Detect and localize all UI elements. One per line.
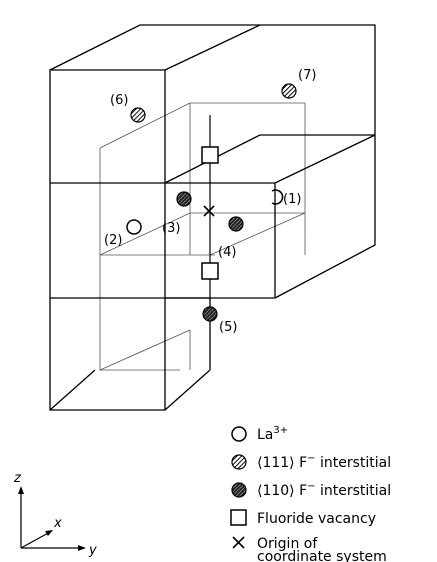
legend-110-label: ⟨110⟩ F− interstitial [257, 481, 391, 499]
legend-vacancy-label: Fluoride vacancy [257, 511, 376, 527]
interstitial-110-site-3 [176, 191, 192, 207]
legend: La3+ ⟨111⟩ F− interstitial ⟨110⟩ F− inte… [230, 425, 391, 562]
cube-front-edges [49, 24, 376, 411]
legend-111-symbol [231, 454, 247, 470]
fluoride-vacancy-upper [201, 146, 219, 164]
legend-vacancy-symbol [230, 509, 247, 526]
interstitial-110-site-5 [202, 306, 218, 322]
legend-origin-label-line1: Origin of [257, 536, 318, 552]
legend-la-symbol [231, 426, 247, 442]
axis-label-z: z [13, 471, 22, 486]
legend-origin-label-line2: coordinate system [257, 549, 387, 562]
coordinate-axes [18, 486, 86, 551]
site-label-2: (2) [104, 233, 122, 248]
axis-label-y: y [88, 543, 97, 558]
origin-marker [203, 205, 215, 217]
legend-111-label: ⟨111⟩ F− interstitial [257, 453, 391, 471]
site-label-5: (5) [219, 320, 237, 335]
cube-side-edges [50, 298, 210, 540]
site-label-4: (4) [218, 245, 236, 260]
axis-label-x: x [53, 516, 62, 531]
legend-la-label: La3+ [257, 425, 288, 443]
cube-back-edges [99, 102, 306, 371]
la-ion-site-1 [271, 189, 284, 205]
fluoride-vacancy-lower [201, 262, 219, 280]
la-ion-site-2 [126, 219, 142, 235]
interstitial-110-site-4 [228, 216, 244, 232]
site-label-3: (3) [162, 221, 180, 236]
cube-lattice [49, 24, 376, 540]
site-labels: (1) (2) (3) (4) (5) (6) (7) [104, 68, 316, 335]
legend-110-symbol [231, 482, 247, 498]
site-label-6: (6) [110, 93, 128, 108]
interstitial-111-site-6 [130, 107, 146, 123]
site-label-1: (1) [283, 192, 301, 207]
legend-origin-symbol [232, 536, 245, 549]
site-label-7: (7) [298, 68, 316, 83]
defect-markers [126, 83, 297, 322]
interstitial-111-site-7 [281, 83, 297, 99]
cube-lower-edges [49, 297, 210, 411]
